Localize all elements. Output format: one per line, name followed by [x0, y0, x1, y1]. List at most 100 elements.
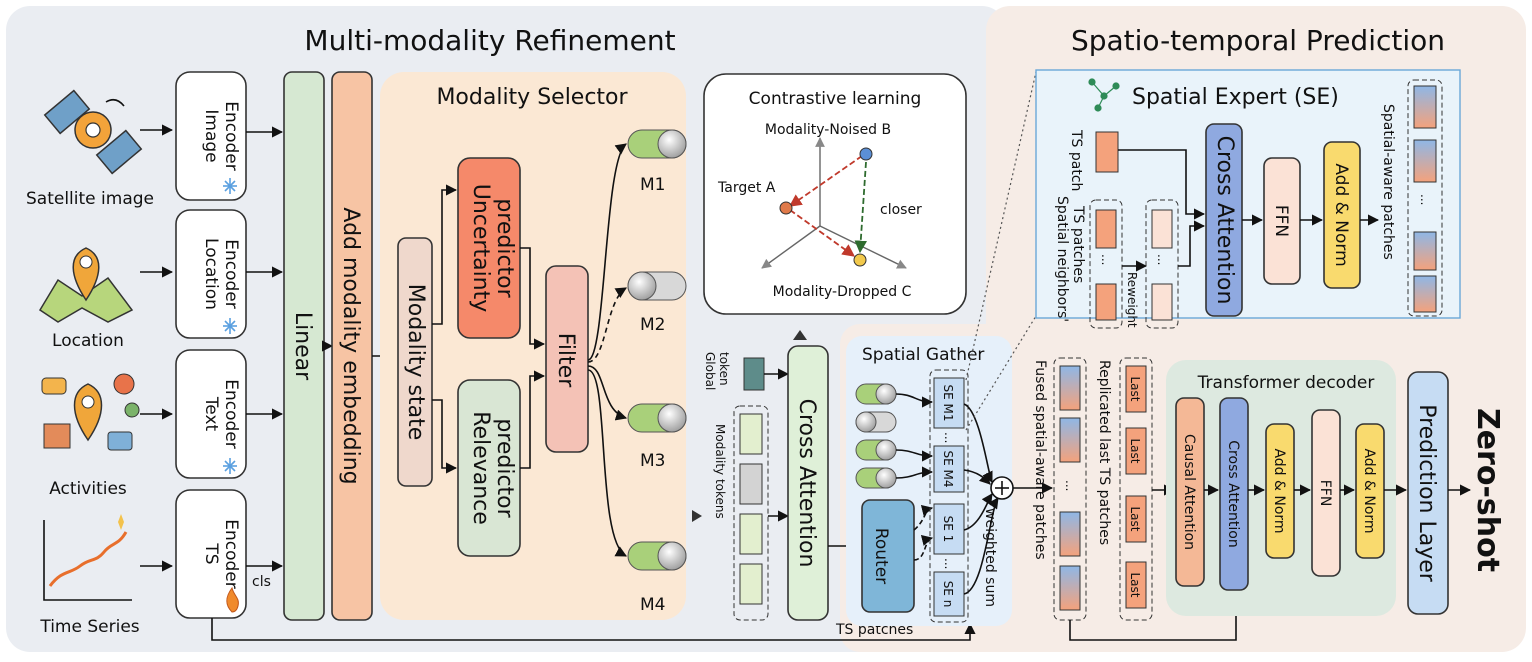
svg-text:Relevance: Relevance [468, 411, 493, 525]
reweight-label: Reweight [1125, 272, 1139, 328]
svg-text:Encoder: Encoder [221, 101, 241, 171]
decoder-ffn: FFN [1311, 409, 1341, 577]
svg-text:SE M4: SE M4 [941, 450, 955, 487]
svg-text:Last: Last [1128, 573, 1142, 598]
zero-shot-label: Zero-shot [1470, 408, 1505, 572]
svg-text:Prediction Layer: Prediction Layer [1414, 404, 1439, 583]
svg-text:Text: Text [201, 396, 221, 432]
decoder-cross-attention-block: Cross Attention [1219, 397, 1249, 591]
svg-text:Cross Attention: Cross Attention [794, 399, 819, 568]
last-patch-2: Last [1125, 427, 1147, 475]
flame-icon [226, 586, 239, 613]
contrastive-dropped-label: Modality-Dropped C [773, 284, 912, 300]
global-token [743, 357, 765, 391]
svg-text:Add & Norm: Add & Norm [1331, 163, 1351, 266]
switch-m1 [627, 129, 687, 159]
linear-block: Linear [283, 71, 325, 621]
se-n: SE n [933, 571, 965, 617]
switch-m4 [627, 541, 687, 571]
filter-block: Filter [545, 265, 589, 453]
router-block: Router [861, 499, 915, 613]
contrastive-noised-label: Modality-Noised B [765, 122, 891, 138]
svg-text:Add modality embedding: Add modality embedding [338, 207, 363, 484]
weighted-sum-label: weighted sum [982, 508, 998, 607]
left-title: Multi-modality Refinement [304, 24, 675, 57]
cls-label: cls [252, 574, 271, 590]
svg-text:Modality state: Modality state [403, 284, 428, 440]
satellite-icon [43, 89, 143, 175]
activities-icon [41, 373, 140, 451]
modality-tokens-group [733, 405, 769, 621]
se-cross-attention: Cross Attention [1205, 123, 1243, 317]
se-add-norm: Add & Norm [1323, 141, 1361, 289]
se-m4: SE M4 [933, 445, 965, 493]
svg-text:Router: Router [871, 528, 891, 584]
se-ffn: FFN [1263, 157, 1301, 285]
modality-state-block: Modality state [397, 237, 433, 487]
se-reweighted-dots: ... [1155, 254, 1169, 265]
svg-text:predictor: predictor [492, 418, 517, 518]
causal-attention-block: Causal Attention [1175, 397, 1205, 587]
se-output-dots: ... [1418, 194, 1432, 205]
fused-dots: ... [1063, 480, 1077, 491]
text-encoder: Text Encoder [175, 349, 247, 479]
location-encoder: Location Encoder [175, 209, 247, 339]
se-reweighted-group [1145, 199, 1179, 329]
relevance-predictor-block: Relevance predictor [457, 379, 521, 557]
switch-label-m3: M3 [640, 451, 665, 471]
svg-text:Linear: Linear [290, 312, 315, 381]
spatial-expert-title: Spatial Expert (SE) [1132, 85, 1339, 110]
contrastive-target-label: Target A [717, 180, 776, 196]
time-series-icon [43, 514, 132, 601]
sum-node [990, 476, 1014, 500]
svg-text:Causal Attention: Causal Attention [1181, 434, 1197, 550]
add-modality-embedding-block: Add modality embedding [331, 71, 373, 621]
se-m1: SE M1 [933, 377, 965, 429]
svg-text:Last: Last [1128, 377, 1142, 402]
map-pin-icon [38, 247, 134, 323]
input-label-time-series: Time Series [39, 617, 139, 637]
input-label-satellite: Satellite image [26, 189, 154, 209]
last-patch-3: Last [1125, 495, 1147, 543]
svg-text:Filter: Filter [553, 333, 578, 388]
se-output-label: Spatial-aware patches [1380, 104, 1396, 260]
modality-tokens-label: Modality tokens [713, 424, 727, 519]
svg-text:Last: Last [1128, 439, 1142, 464]
replicated-label: Replicated last TS patches [1096, 360, 1112, 545]
svg-text:Add & Norm: Add & Norm [1361, 448, 1377, 533]
point-c [853, 253, 867, 267]
contrastive-panel [703, 73, 967, 315]
svg-text:SE n: SE n [941, 581, 955, 608]
se-1: SE 1 [933, 503, 965, 555]
svg-text:Add & Norm: Add & Norm [1271, 448, 1287, 533]
input-label-activities: Activities [49, 479, 127, 499]
svg-text:Location: Location [201, 238, 221, 310]
se-output-group [1407, 79, 1443, 317]
se-neighbors-label-2: TS patches [1070, 205, 1086, 283]
switch-label-m2: M2 [640, 315, 665, 335]
point-b [859, 147, 873, 161]
spatial-expert-panel [1035, 69, 1461, 319]
cross-attention-block: Cross Attention [787, 345, 829, 621]
svg-text:Encoder: Encoder [221, 239, 241, 309]
switch-m2 [627, 271, 687, 301]
snowflake-icon [223, 178, 237, 474]
replicated-patches-group [1119, 357, 1153, 621]
svg-text:FFN: FFN [1271, 205, 1291, 237]
input-label-location: Location [52, 331, 124, 351]
se-neighbors-label-1: Spatial neighbors' [1054, 196, 1070, 322]
right-title: Spatio-temporal Prediction [1071, 24, 1445, 57]
svg-text:Encoder: Encoder [221, 379, 241, 449]
svg-text:Image: Image [201, 109, 221, 162]
svg-text:Uncertainty: Uncertainty [468, 184, 493, 313]
svg-text:predictor: predictor [492, 198, 517, 298]
point-a [779, 201, 793, 215]
uncertainty-predictor-block: Uncertainty predictor [457, 157, 521, 339]
switch-m3 [627, 403, 687, 433]
global-token-label-1: Global [703, 352, 717, 390]
svg-text:Last: Last [1128, 507, 1142, 532]
decoder-add-norm-2: Add & Norm [1355, 423, 1385, 559]
svg-text:TS: TS [201, 542, 221, 564]
image-encoder: Image Encoder [175, 71, 247, 201]
